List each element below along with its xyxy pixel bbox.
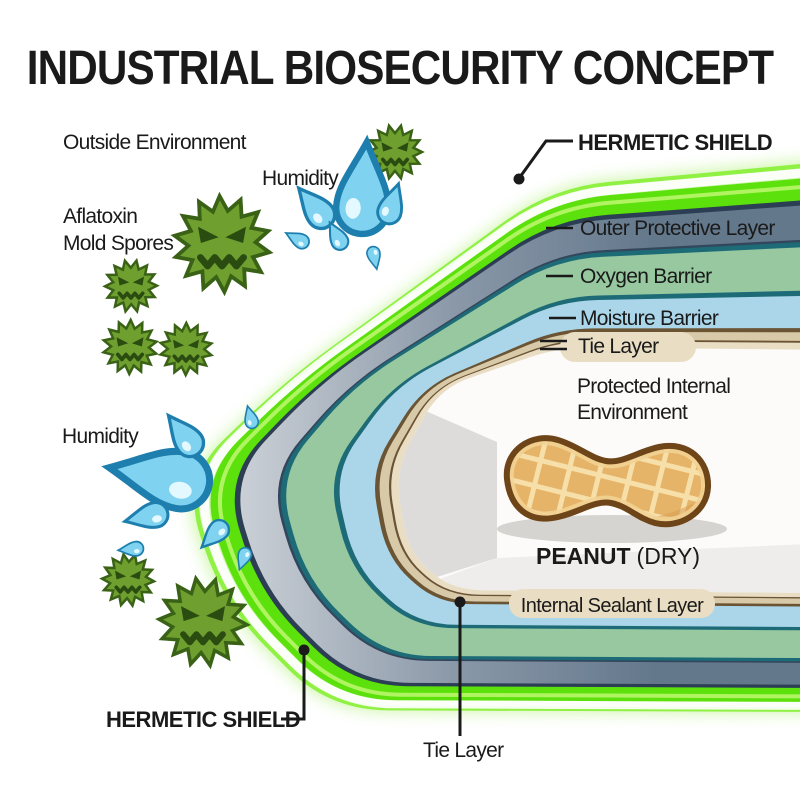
mold-spore-icon xyxy=(155,574,251,670)
spore-angry-eyes xyxy=(115,570,141,580)
spore-zigzag-mouth xyxy=(172,354,200,363)
peanut-label-state: (DRY) xyxy=(637,543,700,569)
leader-hermetic-bottom xyxy=(281,652,306,721)
internal-sealant-pill xyxy=(509,589,715,618)
hermetic-shield-top-label: HERMETIC SHIELD xyxy=(578,130,772,155)
spore-zigzag-mouth xyxy=(180,631,226,646)
packaging-layers xyxy=(191,161,800,713)
tie-layer-top-label: Tie Layer xyxy=(578,335,659,358)
outside-environment-label: Outside Environment xyxy=(63,131,247,154)
spore-angry-eyes xyxy=(381,142,409,152)
spore-body xyxy=(102,257,160,315)
spore-angry-eyes xyxy=(118,276,144,286)
leader-dot-tie-bottom xyxy=(454,596,466,608)
humidity-top-label: Humidity xyxy=(262,167,339,190)
mold-spores-group xyxy=(99,122,425,670)
spore-body xyxy=(99,551,157,609)
tie-layer-pill xyxy=(560,332,696,362)
leader-dots xyxy=(298,173,525,656)
droplet-icon xyxy=(120,498,172,535)
spore-angry-eyes xyxy=(198,226,246,244)
spore-zigzag-mouth xyxy=(380,157,410,167)
oxygen-barrier-label: Oxygen Barrier xyxy=(580,265,712,288)
layer-hermetic-inner-stripe xyxy=(217,185,800,699)
leader-lines xyxy=(281,139,576,736)
mold-spore-icon xyxy=(170,191,274,297)
protected-interior xyxy=(398,378,800,593)
spore-angry-eyes xyxy=(173,339,199,349)
aflatoxin-label-line1: Aflatoxin xyxy=(63,205,137,228)
leader-dot-hermetic-bottom xyxy=(298,644,310,656)
spore-zigzag-mouth xyxy=(197,254,247,270)
moisture-barrier-label: Moisture Barrier xyxy=(580,307,719,330)
spore-angry-eyes xyxy=(116,337,144,347)
aflatoxin-label-line2: Mold Spores xyxy=(63,232,173,255)
droplet-icon xyxy=(281,225,313,253)
protected-internal-line1: Protected Internal xyxy=(577,375,730,398)
page-title: INDUSTRIAL BIOSECURITY CONCEPT xyxy=(27,40,775,94)
peanut-label-bold: PEANUT xyxy=(536,543,631,569)
leader-hermetic-top xyxy=(518,139,573,178)
spore-body xyxy=(100,317,160,377)
mold-spore-icon xyxy=(157,320,215,378)
leader-dot-hermetic-top xyxy=(513,173,525,185)
protected-internal-line2: Environment xyxy=(577,401,688,424)
spore-angry-eyes xyxy=(181,606,225,622)
mold-spore-icon xyxy=(99,551,157,609)
interior-left-wall xyxy=(398,378,497,593)
outer-protective-layer-label: Outer Protective Layer xyxy=(580,217,775,240)
spore-zigzag-mouth xyxy=(117,291,145,300)
dash-tie-layer xyxy=(540,339,567,351)
droplet-icon xyxy=(116,540,145,559)
hermetic-shield-bottom-label: HERMETIC SHIELD xyxy=(106,707,300,732)
spore-zigzag-mouth xyxy=(114,585,142,594)
labels: INDUSTRIAL BIOSECURITY CONCEPT Outside E… xyxy=(27,40,776,762)
mold-spore-icon xyxy=(102,257,160,315)
spore-body xyxy=(170,191,274,297)
tie-layer-bottom-label: Tie Layer xyxy=(423,739,504,762)
mold-spore-icon xyxy=(100,317,160,377)
spore-body xyxy=(155,574,251,670)
droplet-icon xyxy=(364,244,384,272)
spore-body xyxy=(157,320,215,378)
humidity-left-label: Humidity xyxy=(62,425,139,448)
internal-sealant-label: Internal Sealant Layer xyxy=(521,595,704,617)
peanut-label: PEANUT(DRY) xyxy=(536,543,700,569)
interior-floor xyxy=(398,542,800,593)
spore-zigzag-mouth xyxy=(115,352,145,362)
